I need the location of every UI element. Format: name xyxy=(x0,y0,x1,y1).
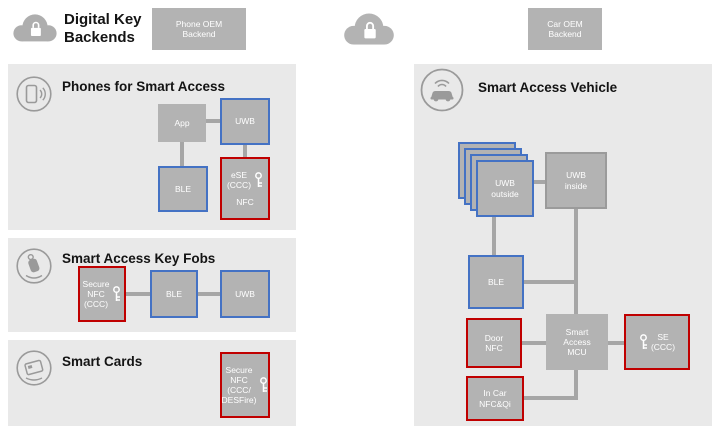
car-oem-backend-box: Car OEM Backend xyxy=(528,8,602,50)
phone-ese-nfc-box: eSE (CCC) NFC xyxy=(220,157,270,220)
phone-icon xyxy=(16,76,52,117)
door-nfc-box: Door NFC xyxy=(466,318,522,368)
phone-oem-backend-box: Phone OEM Backend xyxy=(152,8,246,50)
fob-uwb-box: UWB xyxy=(220,270,270,318)
key-icon xyxy=(260,377,268,392)
connector-line xyxy=(524,396,578,400)
card-secure-nfc-row: Secure NFC (CCC/ DESFire) xyxy=(222,365,269,406)
vehicle-ble-box: BLE xyxy=(468,255,524,309)
connector-line xyxy=(492,217,496,255)
connector-line xyxy=(574,209,578,314)
page-title: Digital Key Backends xyxy=(64,11,142,46)
card-secure-nfc-box: Secure NFC (CCC/ DESFire) xyxy=(220,352,270,418)
connector-line xyxy=(522,341,546,345)
key-icon xyxy=(113,286,121,301)
connector-line xyxy=(180,142,184,166)
card-secure-nfc-label: Secure NFC (CCC/ DESFire) xyxy=(221,364,257,406)
connector-line xyxy=(206,119,220,123)
phone-uwb-box: UWB xyxy=(220,98,270,145)
connector-line xyxy=(534,180,545,184)
ese-label-row: eSE (CCC) xyxy=(227,170,263,190)
ese-label: eSE (CCC) xyxy=(226,169,252,190)
fob-secure-nfc-box: Secure NFC (CCC) xyxy=(78,266,126,322)
connector-line xyxy=(608,341,624,345)
app-box: App xyxy=(158,104,206,142)
nfc-label: NFC xyxy=(236,197,254,208)
se-label: SE (CCC) xyxy=(650,331,676,352)
vehicle-panel-title: Smart Access Vehicle xyxy=(478,80,618,95)
connector-line xyxy=(126,292,150,296)
connector-line xyxy=(198,292,220,296)
fobs-panel-title: Smart Access Key Fobs xyxy=(62,251,216,266)
connector-line xyxy=(574,370,578,400)
phone-ble-box: BLE xyxy=(158,166,208,212)
connector-line xyxy=(524,280,578,284)
key-icon xyxy=(255,172,263,187)
uwb-inside-box: UWB inside xyxy=(545,152,607,209)
smart-access-mcu-box: Smart Access MCU xyxy=(546,314,608,370)
key-icon xyxy=(640,334,647,349)
secure-cloud-icon xyxy=(8,8,62,51)
fob-secure-nfc-row: Secure NFC (CCC) xyxy=(83,279,122,310)
uwb-outside-box: UWB outside xyxy=(476,160,534,217)
fob-ble-box: BLE xyxy=(150,270,198,318)
se-label-row: SE (CCC) xyxy=(639,332,675,352)
in-car-nfc-qi-box: In Car NFC&Qi xyxy=(466,376,524,421)
connector-line xyxy=(243,145,247,157)
fob-secure-nfc-label: Secure NFC (CCC) xyxy=(82,278,110,310)
vehicle-panel xyxy=(414,64,712,426)
key-fob-icon xyxy=(16,248,52,289)
cards-panel-title: Smart Cards xyxy=(62,354,143,369)
phones-panel-title: Phones for Smart Access xyxy=(62,79,226,94)
secure-cloud-icon xyxy=(338,6,400,55)
smart-card-icon xyxy=(16,350,52,391)
vehicle-se-box: SE (CCC) xyxy=(624,314,690,370)
connected-car-icon xyxy=(420,68,464,117)
